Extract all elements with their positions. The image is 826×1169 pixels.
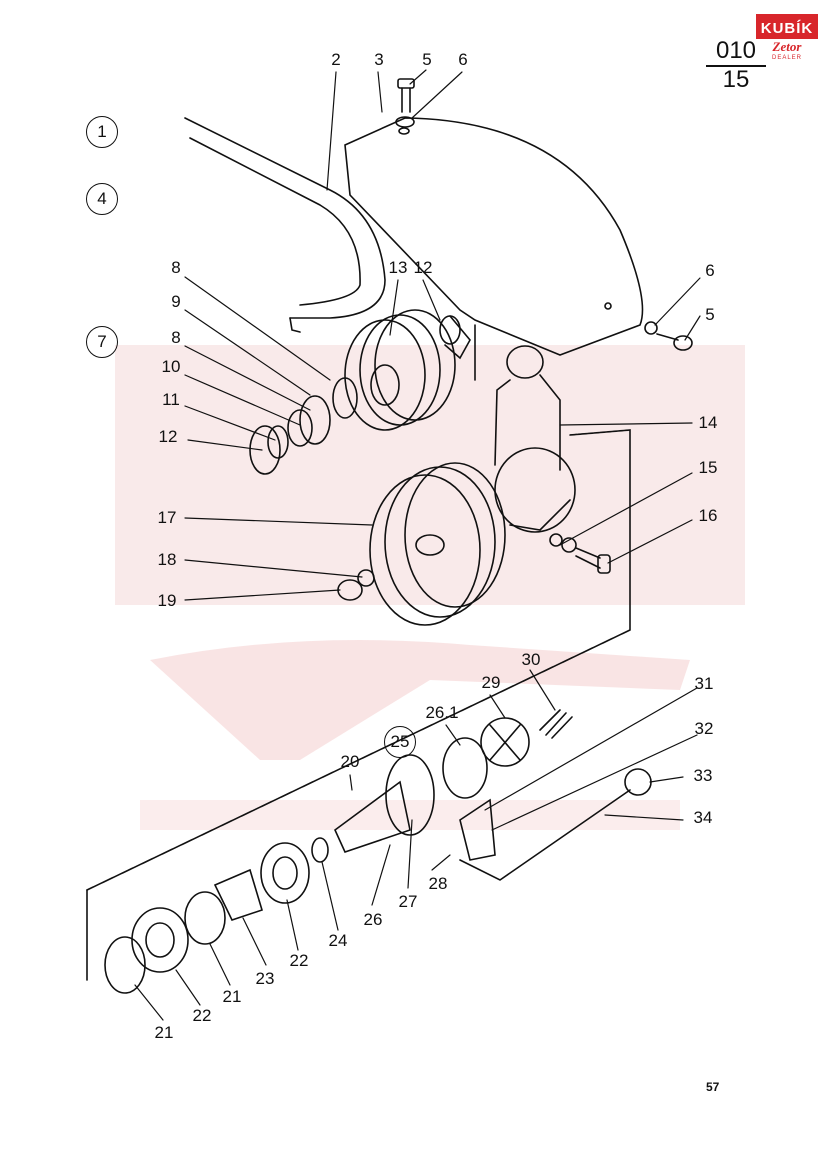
circlip-21-lower	[104, 936, 146, 994]
leader-lines	[134, 69, 701, 1021]
circlip-21-upper	[184, 891, 226, 945]
circled-callout-1: 1	[86, 116, 118, 148]
part-label: 27	[398, 892, 418, 911]
bolt-right	[644, 321, 693, 351]
part-label: 24	[328, 931, 348, 950]
part-label: 15	[698, 458, 718, 477]
part-label: 8	[171, 258, 181, 277]
part-label: 6	[458, 50, 468, 69]
bearing-22-upper	[260, 842, 310, 904]
part-label: 34	[693, 808, 713, 827]
bolt-top	[395, 78, 415, 135]
part-label: 28	[428, 874, 448, 893]
part-label: 26	[363, 910, 383, 929]
part-label: 14	[698, 413, 718, 432]
brand-logo: KUBÍK Zetor DEALER	[756, 14, 818, 61]
logo-make-text: Zetor	[772, 39, 802, 54]
part-label: 29	[481, 673, 501, 692]
part-label: 12	[413, 258, 433, 277]
part-label: 21	[154, 1023, 174, 1042]
sheet-reference: 010 15	[706, 38, 766, 93]
part-label: 30	[521, 650, 541, 669]
logo-brand-text: KUBÍK	[756, 14, 818, 39]
part-label: 12	[158, 427, 178, 446]
circlip-12	[249, 425, 289, 475]
gear-29	[480, 717, 530, 767]
watermark-logo	[115, 345, 745, 830]
assembly-guide-lines	[86, 324, 631, 981]
shaft-25	[334, 754, 435, 853]
bearing-22-lower	[131, 907, 189, 973]
circlip-24	[311, 837, 329, 863]
part-label: 22	[192, 1006, 212, 1025]
part-label: 19	[157, 591, 177, 610]
part-label: 17	[157, 508, 177, 527]
fork-31	[459, 798, 496, 861]
part-label: 18	[157, 550, 177, 569]
belt-guard-cover	[344, 117, 644, 356]
part-label: 23	[255, 969, 275, 988]
circled-callout-25: 25	[384, 726, 416, 758]
part-label: 13	[388, 258, 408, 277]
part-label: 26.1	[425, 703, 459, 722]
part-label: 31	[694, 674, 714, 693]
bolt-16	[549, 533, 611, 574]
shaft-12	[439, 315, 471, 360]
tensioner-arm-14	[494, 345, 576, 533]
part-label: 10	[161, 357, 181, 376]
part-label: 33	[693, 766, 713, 785]
part-label: 3	[374, 50, 384, 69]
sheet-number: 010	[706, 38, 766, 67]
part-label: 9	[171, 292, 181, 311]
part-label: 32	[694, 719, 714, 738]
part-label: 16	[698, 506, 718, 525]
part-label: 21	[222, 987, 242, 1006]
part-label: 6	[705, 261, 715, 280]
part-label: 11	[162, 390, 180, 409]
v-belt	[184, 117, 386, 333]
part-label: 5	[705, 305, 715, 324]
bearing-upper	[287, 377, 358, 447]
pulley-13	[344, 309, 456, 431]
circled-callout-7: 7	[86, 326, 118, 358]
spring-30	[539, 709, 573, 739]
part-label: 22	[289, 951, 309, 970]
bushing-23	[213, 868, 263, 921]
sheet-sub-number: 15	[722, 66, 750, 93]
circled-callout-4: 4	[86, 183, 118, 215]
part-label: 5	[422, 50, 432, 69]
logo-sub-text: DEALER	[771, 55, 802, 61]
part-label: 20	[340, 752, 360, 771]
part-label: 8	[171, 328, 181, 347]
page-number: 57	[706, 1080, 720, 1094]
part-label: 2	[331, 50, 341, 69]
pulley-17	[369, 462, 506, 626]
clutch-26-1	[442, 737, 488, 799]
